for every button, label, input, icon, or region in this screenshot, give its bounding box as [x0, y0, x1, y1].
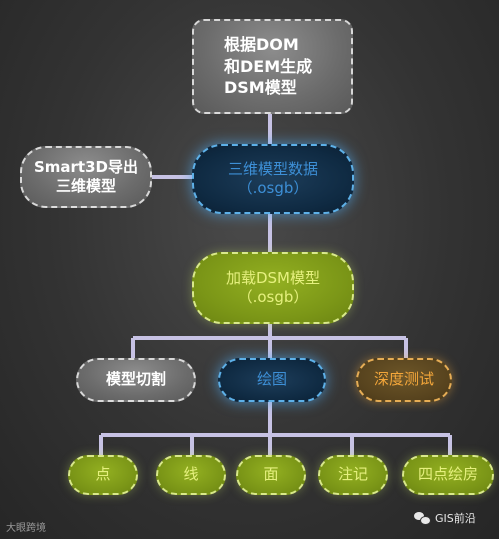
node-annotation-label: 注记 [337, 465, 368, 484]
node-smart3d-export: Smart3D导出 三维模型 [20, 146, 152, 208]
node-3d-model-data: 三维模型数据 （.osgb） [192, 144, 354, 214]
watermark-right: GIS前沿 [414, 510, 476, 526]
watermark-left: 大眼跨境 [6, 519, 46, 534]
node-load-dsm-model: 加载DSM模型 （.osgb） [192, 252, 354, 324]
node-dom-dem-dsm-label: 根据DOM 和DEM生成 DSM模型 [224, 35, 313, 98]
node-line-label: 线 [183, 465, 199, 484]
node-3d-model-data-label: 三维模型数据 （.osgb） [227, 159, 318, 198]
node-point-label: 点 [95, 465, 111, 484]
node-load-dsm-model-label: 加载DSM模型 （.osgb） [225, 268, 320, 307]
node-face-label: 面 [263, 465, 279, 484]
node-smart3d-export-label: Smart3D导出 三维模型 [33, 157, 138, 196]
node-draw: 绘图 [218, 358, 326, 402]
node-four-point-house: 四点绘房 [402, 455, 494, 495]
node-depth-test-label: 深度测试 [373, 370, 434, 389]
node-draw-label: 绘图 [256, 370, 287, 389]
watermark-left-label: 大眼跨境 [6, 523, 46, 534]
node-model-cut-label: 模型切割 [105, 370, 166, 389]
node-point: 点 [68, 455, 138, 495]
node-dom-dem-dsm: 根据DOM 和DEM生成 DSM模型 [192, 19, 353, 114]
wechat-icon [414, 512, 431, 525]
watermark-right-label: GIS前沿 [435, 512, 476, 525]
node-depth-test: 深度测试 [356, 358, 452, 402]
node-line: 线 [156, 455, 226, 495]
node-four-point-house-label: 四点绘房 [417, 465, 478, 484]
node-annotation: 注记 [318, 455, 388, 495]
node-model-cut: 模型切割 [76, 358, 196, 402]
node-face: 面 [236, 455, 306, 495]
